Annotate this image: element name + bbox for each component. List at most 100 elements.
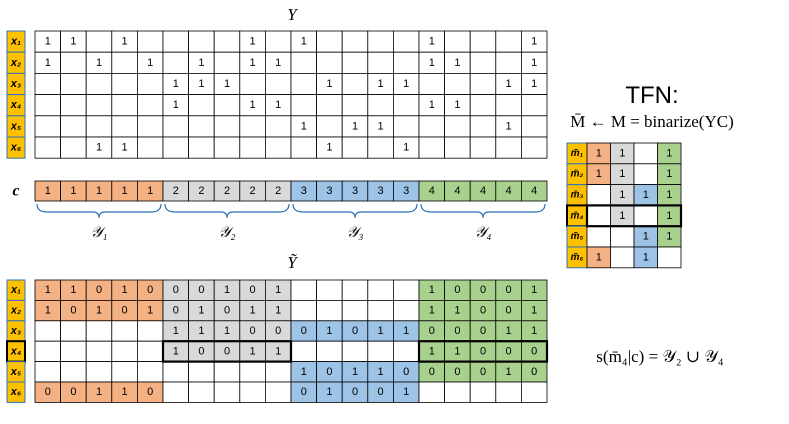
y-row-label: x₂ [10,57,21,69]
m-cell-value: 1 [666,147,672,159]
ytilde-cell [136,361,164,383]
ytilde-cell-value: 0 [480,345,486,357]
m-cell-value: 1 [596,168,602,180]
c-cell-value: 4 [480,185,486,197]
ytilde-cell-value: 0 [352,325,358,337]
ytilde-cell-value: 0 [531,366,537,378]
m-cell [657,246,682,269]
c-cell-value: 1 [147,185,153,197]
ytilde-cell [34,361,62,383]
y-cell-value: 1 [173,99,179,111]
ytilde-cell-value: 0 [506,284,512,296]
y-cell [162,115,190,138]
ytilde-cell-value: 1 [275,284,281,296]
ytilde-cell [60,340,87,363]
y-cell-value: 1 [301,36,307,48]
ytilde-cell-value: 0 [429,366,435,378]
ytilde-cell-value: 1 [326,386,332,398]
ytilde-cell [188,361,215,383]
y-row-label: x₅ [10,120,22,132]
ytilde-cell [162,361,190,383]
y-cell-value: 1 [429,57,435,69]
group-label: 𝒴₁ [91,225,108,241]
ytilde-cell [60,320,87,342]
c-cell-value: 1 [122,185,128,197]
ytilde-cell-value: 1 [326,325,332,337]
y-cell-value: 1 [275,57,281,69]
y-cell-value: 1 [403,142,409,154]
ytilde-cell [162,381,190,403]
y-row-label: x₃ [10,78,21,90]
ytilde-cell-value: 0 [454,366,460,378]
y-cell [162,30,190,53]
y-cell-value: 1 [531,78,537,90]
ytilde-row-label: x₃ [10,325,21,337]
c-label: c [12,183,19,200]
ytilde-cell-value: 0 [96,284,102,296]
ytilde-cell [392,279,420,301]
y-cell [341,136,369,159]
y-cell-value: 1 [378,120,384,132]
ytilde-cell-value: 0 [224,345,230,357]
ytilde-row-label: x₆ [10,386,22,398]
y-cell [60,115,87,138]
y-cell [136,136,164,159]
ytilde-cell-value: 0 [454,284,460,296]
y-cell [495,30,522,53]
y-cell [316,94,343,117]
ytilde-cell-value: 1 [378,325,384,337]
ytilde-cell [136,320,164,342]
m-row-label: m̄₃ [571,190,584,201]
ytilde-cell-value: 1 [506,366,512,378]
y-cell-value: 1 [224,78,230,90]
ytilde-cell-value: 0 [480,305,486,317]
ytilde-cell-value: 1 [224,284,230,296]
y-cell-value: 1 [506,78,512,90]
c-cell-value: 3 [403,185,409,197]
ytilde-cell [111,320,138,342]
y-cell-value: 1 [454,99,460,111]
m-cell-value: 1 [596,147,602,159]
ytilde-cell [213,361,241,383]
y-cell [239,136,266,159]
y-cell-value: 1 [429,99,435,111]
y-cell-value: 1 [122,142,128,154]
ytilde-cell [367,340,394,363]
ytilde-cell [290,299,318,322]
c-cell-value: 3 [326,185,332,197]
y-cell [239,115,266,138]
y-cell [136,73,164,96]
y-cell-value: 1 [96,57,102,69]
y-cell [316,30,343,53]
y-cell [60,94,87,117]
y-cell-value: 1 [506,120,512,132]
m-cell [586,184,611,206]
m-cell-value: 1 [643,251,649,263]
y-cell [444,115,471,138]
ytilde-cell [111,361,138,383]
m-cell [586,225,611,248]
c-cell-value: 3 [378,185,384,197]
m-cell [586,204,611,227]
ytilde-cell [188,381,215,403]
ytilde-cell [469,381,497,403]
y-cell [136,115,164,138]
y-cell [444,136,471,159]
y-cell [469,136,497,159]
y-cell-value: 1 [147,57,153,69]
y-cell-value: 1 [326,142,332,154]
m-cell [610,225,635,248]
y-cell [213,30,241,53]
group-brace [36,203,162,219]
y-cell-value: 1 [250,99,256,111]
y-cell-value: 1 [198,78,204,90]
support-formula: s(m̄₄|c) = 𝒴₂ ∪ 𝒴₄ [596,347,723,366]
ytilde-cell [341,279,369,301]
m-cell-value: 1 [619,168,625,180]
y-cell [264,73,292,96]
y-row-label: x₆ [10,142,22,154]
y-cell [290,94,318,117]
ytilde-cell [367,279,394,301]
